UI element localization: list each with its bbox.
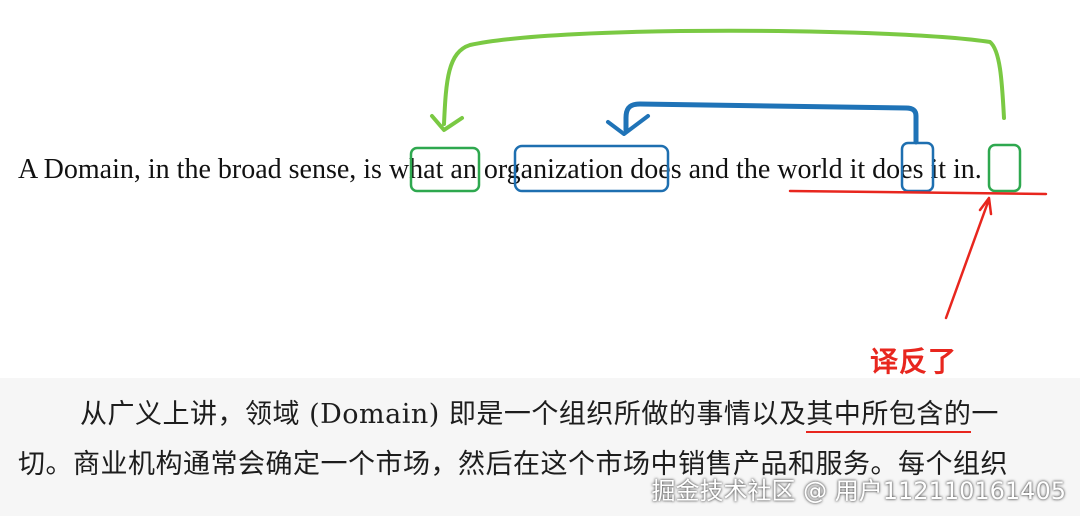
word-it-first: it — [849, 154, 866, 185]
chinese-line-1-start: 从广义上讲，领域 (Domain) 即是一个组织所做的事情以及 — [80, 399, 807, 430]
word-an: an — [450, 154, 477, 185]
word-organization: organization — [483, 154, 624, 185]
chinese-line-1-end: 一 — [971, 399, 999, 430]
word-in: in. — [953, 154, 982, 185]
green-arrowhead — [430, 114, 464, 132]
chinese-underlined-phrase: 其中所包含的 — [806, 399, 972, 433]
blue-bracket-arrow — [623, 101, 919, 145]
blue-arrowhead — [606, 114, 650, 136]
word-it-second: it — [930, 154, 947, 185]
chinese-translation: 从广义上讲，领域 (Domain) 即是一个组织所做的事情以及其中所包含的一 切… — [0, 378, 1080, 516]
green-arc-arrow — [442, 28, 1006, 126]
red-underline — [788, 189, 1048, 196]
annotation-note: 译反了 — [870, 345, 958, 378]
green-box-what — [409, 146, 481, 193]
blue-box-it — [900, 141, 935, 193]
english-text-start: A Domain, in the broad sense, is — [18, 154, 382, 185]
word-what: what — [388, 154, 444, 185]
word-does: does — [872, 154, 924, 185]
red-arrowhead — [978, 196, 993, 216]
english-text-middle: does and the world — [630, 154, 843, 185]
red-arrow-line — [944, 200, 990, 320]
blue-box-organization — [513, 144, 670, 193]
chinese-line-1: 从广义上讲，领域 (Domain) 即是一个组织所做的事情以及其中所包含的一 — [80, 392, 999, 433]
chinese-line-2: 切。商业机构通常会确定一个市场，然后在这个市场中销售产品和服务。每个组织 — [18, 449, 1008, 480]
watermark: 掘金技术社区 @ 用户112110161405 — [651, 477, 1067, 505]
green-box-it — [987, 143, 1022, 193]
